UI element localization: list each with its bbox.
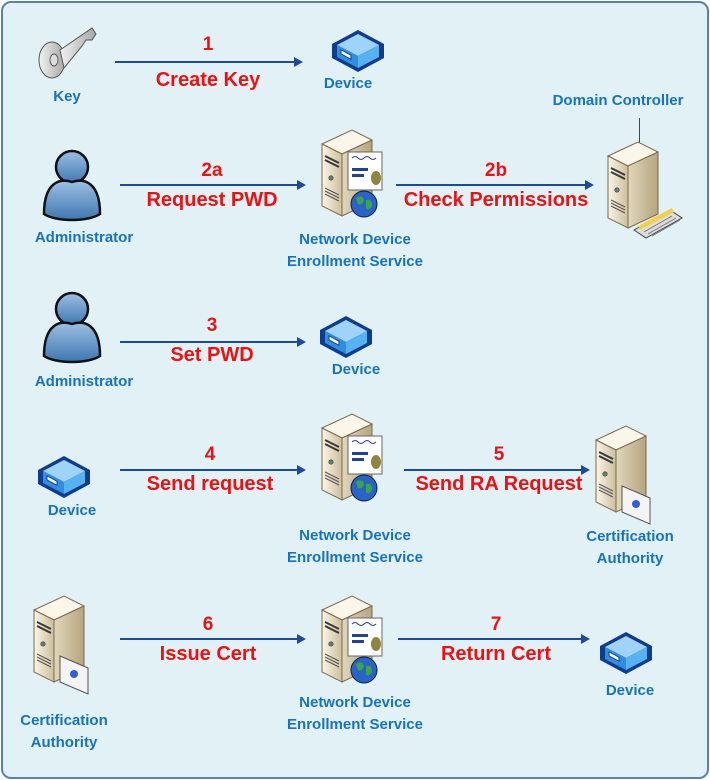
certification-authority-icon [33,595,89,695]
certification-authority-icon [595,425,651,525]
step-5: 5 Send RA Request [404,444,594,496]
step-action: Send RA Request [415,473,583,495]
step-number: 4 [204,444,216,465]
step-3: 3 Set PWD [122,315,302,367]
device-icon [319,315,373,359]
flow-arrow [120,337,306,347]
step-action: Check Permissions [403,189,589,211]
network-line [639,118,640,144]
step-number: 2b [484,160,508,181]
administrator-icon [42,291,102,364]
step-action: Return Cert [440,643,551,665]
step-2a: 2a Request PWD [122,160,302,212]
step-6: 6 Issue Cert [118,614,298,666]
flow-arrow [120,465,306,475]
node-label: Certification Authority [20,712,108,751]
node-label: Administrator [34,229,134,246]
flow-arrow [404,465,590,475]
step-action: Request PWD [146,189,278,211]
node-label: Certification Authority [586,528,674,567]
step-action: Send request [146,473,274,495]
step-number: 1 [202,34,214,55]
step-number: 6 [202,614,214,635]
step-action: Create Key [155,69,261,91]
flow-arrow [396,180,594,190]
node-label: Device [605,682,655,699]
flow-arrow [398,634,590,644]
step-1: 1 Create Key [120,34,296,92]
step-4: 4 Send request [120,444,300,496]
node-label: Device [47,502,97,519]
administrator-icon [42,149,102,222]
flow-arrow [115,57,303,67]
device-icon [599,631,653,675]
node-label: Administrator [34,373,134,390]
step-number: 3 [206,315,218,336]
node-label: Network Device Enrollment Service [287,231,423,270]
node-label: Network Device Enrollment Service [287,527,423,566]
ndes-server-icon [321,413,383,502]
key-icon [38,27,97,79]
flow-arrow [120,180,306,190]
device-icon [37,455,91,499]
node-label: Key [53,88,81,105]
flow-arrow [120,634,306,644]
node-label: Network Device Enrollment Service [287,694,423,733]
step-action: Set PWD [170,344,254,366]
step-number: 2a [201,160,223,181]
domain-controller-icon [607,141,683,239]
device-icon [331,29,385,73]
step-number: 5 [493,444,505,465]
ndes-server-icon [321,129,383,218]
node-label: Device [331,361,381,378]
node-label: Device [323,75,373,92]
ndes-server-icon [321,595,383,684]
step-number: 7 [490,614,502,635]
step-2b: 2b Check Permissions [398,160,594,212]
node-label: Domain Controller [552,92,684,109]
step-action: Issue Cert [159,643,257,665]
step-7: 7 Return Cert [404,614,588,666]
